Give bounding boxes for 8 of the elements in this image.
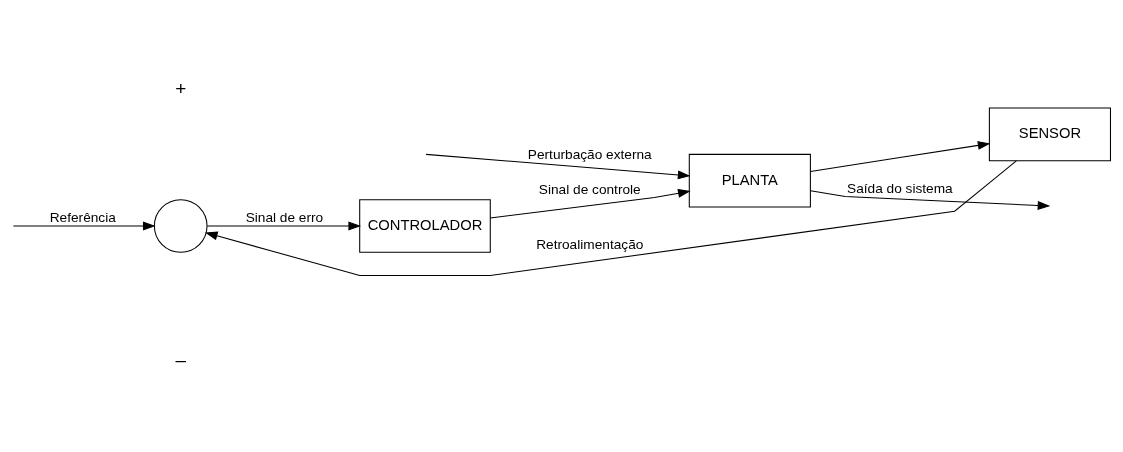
edge-label: Sinal de controle [538,181,641,197]
edge-label: Saída do sistema [847,180,953,196]
edge-label: Retroalimentação [536,236,644,252]
edge-label: Perturbação externa [527,147,652,163]
label: – [175,349,186,371]
edge-label: Referência [49,210,116,226]
label: + [175,77,187,99]
edge-label: Sinal de erro [245,210,324,226]
